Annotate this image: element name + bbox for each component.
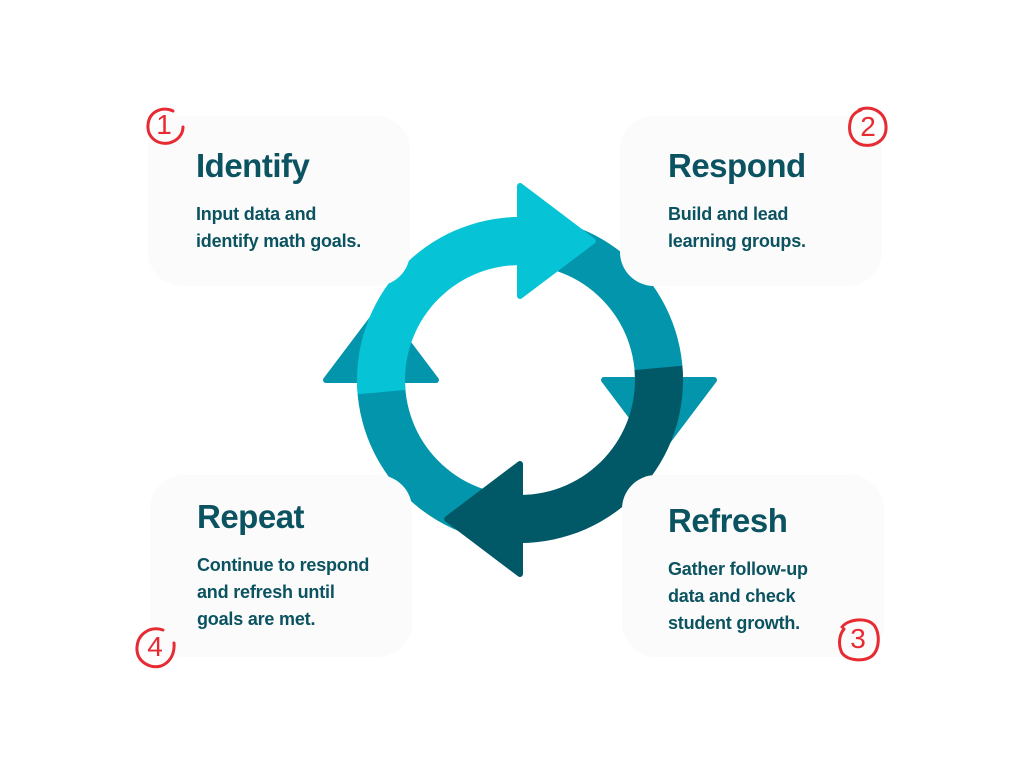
step-title: Refresh — [668, 502, 788, 539]
step-description: Continue to respond and refresh until go… — [197, 552, 369, 633]
step-number: 3 — [850, 623, 866, 654]
step-description-line: data and check — [668, 586, 796, 606]
step-badge-4: 4 — [133, 625, 177, 669]
step-card-respond: Respond Build and lead learning groups. — [620, 116, 882, 286]
step-number: 2 — [860, 111, 876, 142]
step-description-line: identify math goals. — [196, 231, 362, 251]
arrow-identify-body — [357, 217, 520, 395]
step-number: 1 — [156, 109, 172, 140]
step-title: Respond — [668, 147, 806, 184]
step-description-line: Input data and — [196, 204, 317, 224]
arrow-identify-head — [517, 183, 596, 299]
step-title: Repeat — [197, 498, 305, 535]
step-number: 4 — [147, 631, 163, 662]
step-description-line: goals are met. — [197, 609, 316, 629]
step-description-line: Gather follow-up — [668, 559, 808, 579]
step-description-line: student growth. — [668, 613, 800, 633]
step-title: Identify — [196, 147, 310, 184]
arrow-refresh-head — [444, 461, 523, 577]
step-description-line: Build and lead — [668, 204, 789, 224]
step-description-line: Continue to respond — [197, 555, 370, 575]
step-description: Gather follow-up data and check student … — [668, 556, 808, 637]
step-card-identify: Identify Input data and identify math go… — [148, 116, 410, 286]
step-description-line: learning groups. — [668, 231, 806, 251]
step-description-line: and refresh until — [197, 582, 335, 602]
step-card-refresh: Refresh Gather follow-up data and check … — [622, 475, 884, 657]
step-badge-3: 3 — [834, 615, 880, 662]
step-badge-2: 2 — [845, 104, 889, 148]
step-description: Input data and identify math goals. — [196, 201, 361, 255]
hand-drawn-circle-icon — [146, 107, 185, 145]
step-badge-1: 1 — [143, 105, 187, 149]
arrow-refresh-body — [520, 365, 684, 543]
hand-drawn-circle-icon — [838, 618, 880, 662]
hand-drawn-circle-icon — [135, 627, 176, 669]
hand-drawn-circle-icon — [848, 106, 888, 147]
step-description: Build and lead learning groups. — [668, 201, 806, 255]
step-card-repeat: Repeat Continue to respond and refresh u… — [150, 475, 412, 657]
